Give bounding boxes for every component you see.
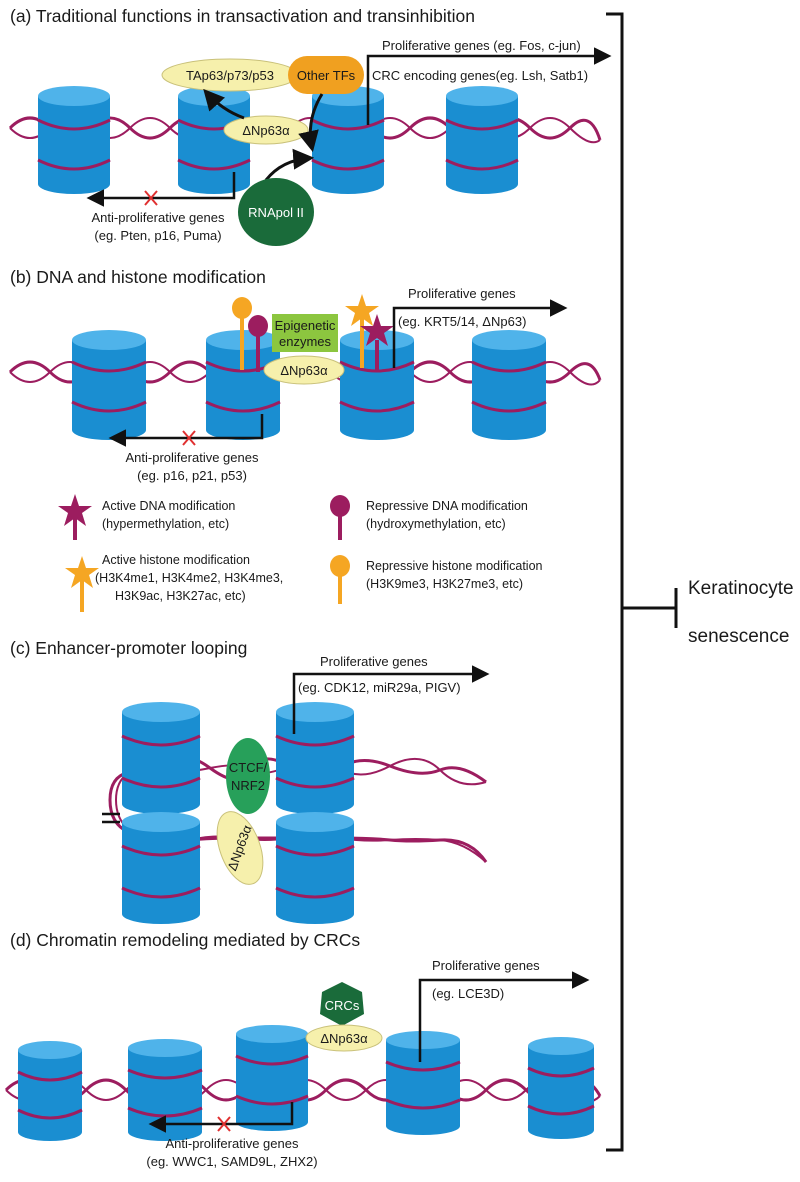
legend-active-histone-icon <box>65 556 99 612</box>
nucleosome-d3 <box>235 1025 309 1131</box>
panel-d-title: (d) Chromatin remodeling mediated by CRC… <box>10 930 360 950</box>
panel-b-title: (b) DNA and histone modification <box>10 267 266 287</box>
crcs-hexagon <box>320 982 364 1026</box>
loop-break-mark <box>102 812 120 824</box>
legend-active-dna-1: Active DNA modification <box>102 499 235 513</box>
panel-b-prolif-label-1: Proliferative genes <box>408 286 516 301</box>
legend-repressive-histone-1: Repressive histone modification <box>366 559 543 573</box>
ctcf-label-1: CTCF/ <box>229 760 268 775</box>
nucleosome-d5 <box>527 1037 595 1139</box>
repressive-histone-mark-b <box>232 297 252 370</box>
dnp63-ellipse-d <box>305 1024 383 1052</box>
nucleosome-c4 <box>275 812 355 924</box>
panel-d-anti-label-1: Anti-proliferative genes <box>166 1136 299 1151</box>
epigenetic-label-1: Epigenetic <box>275 318 336 333</box>
legend-active-histone-1: Active histone modification <box>102 553 250 567</box>
panel-a-anti-label-2: (eg. Pten, p16, Puma) <box>94 228 221 243</box>
arrow-rnapol <box>264 148 315 181</box>
outcome-label-line2: senescence <box>688 626 789 647</box>
other-tfs-label: Other TFs <box>297 68 356 83</box>
panel-a-prolif-arrow <box>366 47 612 125</box>
crcs-label: CRCs <box>325 998 360 1013</box>
arrow-to-tap63 <box>203 88 245 120</box>
panel-d-anti-arrow <box>148 1102 294 1133</box>
legend-repressive-histone-2: (H3K9me3, H3K27me3, etc) <box>366 577 523 591</box>
inhibition-x-b <box>182 430 196 446</box>
nucleosome-a1 <box>37 86 111 194</box>
legend-repressive-histone-icon <box>330 555 350 604</box>
arrow-other-tfs <box>298 93 324 153</box>
ctcf-label-2: NRF2 <box>231 778 265 793</box>
panel-c-title: (c) Enhancer-promoter looping <box>10 638 247 658</box>
rnapol-label: RNApol II <box>248 205 304 220</box>
active-dna-mark-b <box>360 314 394 372</box>
legend: Active DNA modification (hypermethylatio… <box>58 494 543 612</box>
panel-b-anti-label-1: Anti-proliferative genes <box>126 450 259 465</box>
nucleosome-c2 <box>275 702 355 814</box>
panel-a-anti-label-1: Anti-proliferative genes <box>92 210 225 225</box>
nucleosome-d4 <box>385 1031 461 1135</box>
legend-active-histone-3: H3K9ac, H3K27ac, etc) <box>115 589 246 603</box>
legend-active-dna-2: (hypermethylation, etc) <box>102 517 229 531</box>
inhibition-x-d <box>217 1116 231 1132</box>
panel-c-prolif-label-2: (eg. CDK12, miR29a, PIGV) <box>298 680 461 695</box>
panel-a-title: (a) Traditional functions in transactiva… <box>10 6 475 26</box>
nucleosome-d2 <box>127 1039 203 1141</box>
ctcf-ellipse <box>226 738 270 814</box>
panel-a-prolif-label-1: Proliferative genes (eg. Fos, c-jun) <box>382 38 581 53</box>
dnp63-ellipse-c <box>216 811 264 885</box>
nucleosome-a3 <box>311 86 385 194</box>
legend-active-histone-2: (H3K4me1, H3K4me2, H3K4me3, <box>95 571 283 585</box>
inhibition-x-a <box>144 190 158 206</box>
outcome-bracket <box>606 12 678 1152</box>
panel-d-prolif-label-2: (eg. LCE3D) <box>432 986 504 1001</box>
panel-c: (c) Enhancer-promoter looping <box>10 638 490 924</box>
rnapol-ellipse <box>238 178 314 246</box>
nucleosome-b4 <box>471 330 547 440</box>
panel-b-anti-arrow <box>108 414 264 447</box>
epigenetic-enzymes-box <box>272 314 338 352</box>
panel-a-prolif-label-2: CRC encoding genes(eg. Lsh, Satb1) <box>372 68 588 83</box>
panel-b-prolif-label-2: (eg. KRT5/14, ΔNp63) <box>398 314 526 329</box>
panel-a-anti-arrow <box>86 172 236 207</box>
repressive-dna-mark-b <box>248 315 268 372</box>
outcome-label-line1: Keratinocyte <box>688 578 794 599</box>
nucleosome-d1 <box>17 1041 83 1141</box>
legend-repressive-dna-icon <box>330 495 350 540</box>
dnp63-label-b: ΔNp63α <box>280 363 328 378</box>
legend-repressive-dna-2: (hydroxymethylation, etc) <box>366 517 506 531</box>
nucleosome-c1 <box>121 702 201 814</box>
dnp63-label-a: ΔNp63α <box>242 123 290 138</box>
tap63-label: TAp63/p73/p53 <box>186 68 274 83</box>
panel-b-anti-label-2: (eg. p16, p21, p53) <box>137 468 247 483</box>
nucleosome-b3 <box>339 330 415 440</box>
panel-b: (b) DNA and histone modification <box>8 267 602 612</box>
panel-c-prolif-arrow <box>292 665 490 734</box>
other-tfs-pill <box>288 56 364 94</box>
nucleosome-c3 <box>121 812 201 924</box>
legend-active-dna-icon <box>58 494 92 540</box>
legend-repressive-dna-1: Repressive DNA modification <box>366 499 528 513</box>
panel-c-prolif-label-1: Proliferative genes <box>320 654 428 669</box>
panel-a: (a) Traditional functions in transactiva… <box>8 6 612 246</box>
panel-d-prolif-arrow <box>418 971 590 1062</box>
nucleosome-a4 <box>445 86 519 194</box>
nucleosome-b1 <box>71 330 147 440</box>
epigenetic-label-2: enzymes <box>279 334 332 349</box>
panel-d: (d) Chromatin remodeling mediated by CRC… <box>4 930 602 1169</box>
panel-b-prolif-arrow <box>392 299 568 368</box>
dnp63-ellipse-b <box>263 355 345 385</box>
panel-d-prolif-label-1: Proliferative genes <box>432 958 540 973</box>
panel-d-anti-label-2: (eg. WWC1, SAMD9L, ZHX2) <box>146 1154 317 1169</box>
dnp63-label-d: ΔNp63α <box>320 1031 368 1046</box>
